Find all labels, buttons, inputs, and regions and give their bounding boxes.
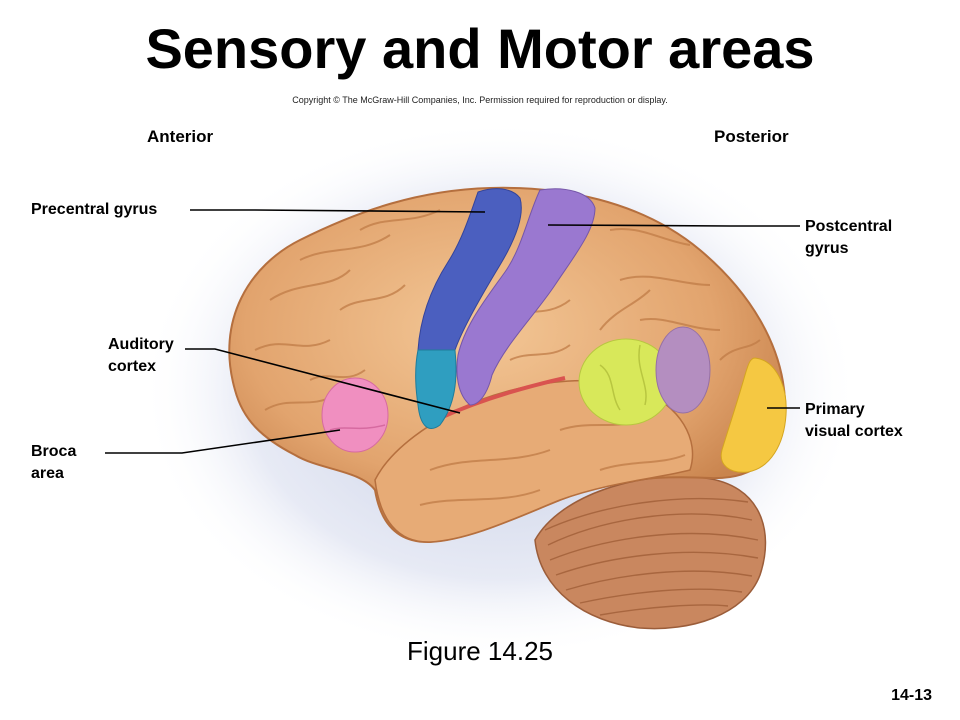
postcentral-label-line2: gyrus [805,240,849,257]
auditory-cortex-label: Auditory cortex [108,334,174,378]
precentral-gyrus-region [417,188,522,351]
primary-visual-cortex-label: Primary visual cortex [805,399,903,443]
broca-label-line2: area [31,465,64,482]
precentral-leader [190,209,486,213]
visual-label-line1: Primary [805,401,865,418]
visual-association-region [655,326,711,414]
postcentral-gyrus-region [456,188,596,406]
auditory-label-line1: Auditory [108,336,174,353]
primary-visual-cortex-region [720,357,787,473]
copyright-notice: Copyright © The McGraw-Hill Companies, I… [292,95,668,105]
page-title: Sensory and Motor areas [145,17,815,80]
broca-area-region [321,377,389,453]
auditory-label-line2: cortex [108,358,157,375]
auditory-leader [185,348,461,414]
page-number: 14-13 [891,687,932,704]
broca-area-label: Broca area [31,441,76,485]
broca-leader [105,429,341,454]
postcentral-leader [547,224,800,227]
visual-label-line2: visual cortex [805,423,903,440]
posterior-label: Posterior [714,127,789,146]
figure-caption: Figure 14.25 [407,636,553,666]
broca-label-line1: Broca [31,443,77,460]
postcentral-gyrus-label: Postcentral gyrus [805,216,892,260]
lateral-sulcus [439,376,566,420]
cerebellum-folds [544,497,759,616]
precentral-gyrus-label: Precentral gyrus [31,201,158,218]
postcentral-label-line1: Postcentral [805,218,893,235]
anterior-label: Anterior [147,127,214,146]
leader-lines [105,209,800,454]
